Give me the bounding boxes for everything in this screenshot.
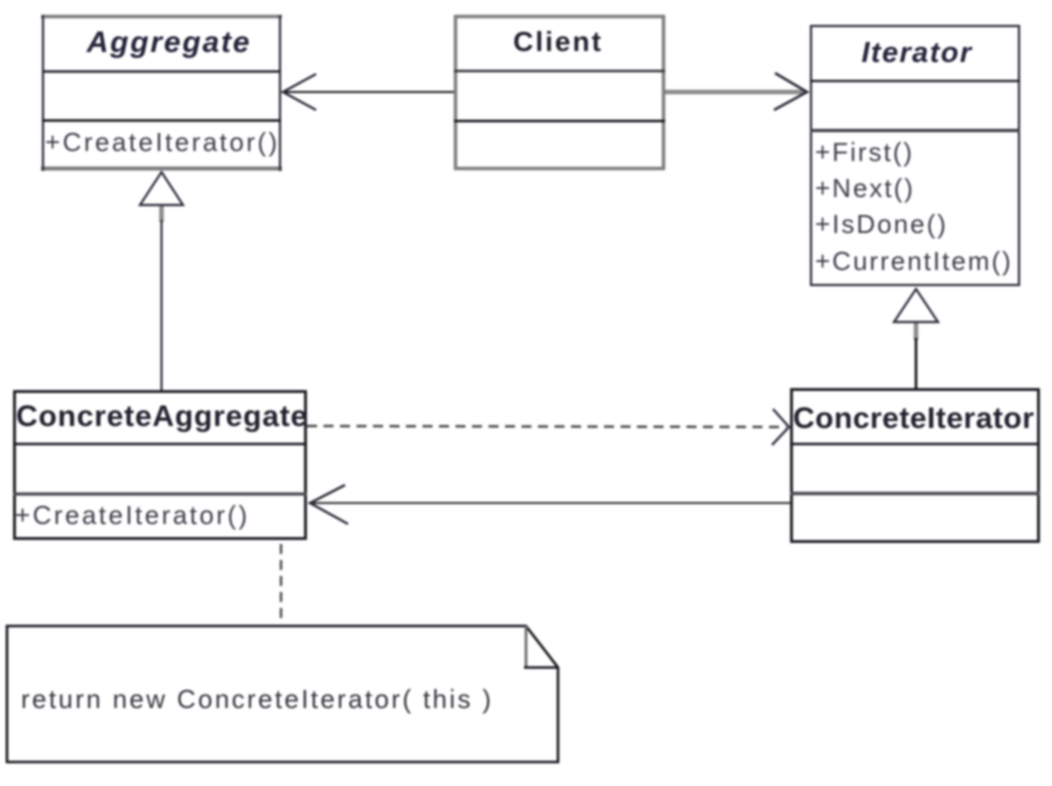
- svg-text:return new ConcreteIterator( t: return new ConcreteIterator( this ): [21, 684, 493, 714]
- svg-text:ConcreteIterator: ConcreteIterator: [793, 402, 1034, 435]
- svg-text:Iterator: Iterator: [861, 37, 972, 69]
- svg-text:ConcreteAggregate: ConcreteAggregate: [16, 400, 308, 433]
- svg-text:Aggregate: Aggregate: [86, 26, 252, 59]
- svg-text:+CreateIterator(): +CreateIterator(): [45, 127, 280, 157]
- svg-text:+IsDone(): +IsDone(): [815, 209, 948, 239]
- svg-text:Client: Client: [513, 26, 603, 57]
- svg-text:+First(): +First(): [815, 137, 914, 167]
- svg-text:+CurrentItem(): +CurrentItem(): [815, 246, 1013, 276]
- svg-text:+CreateIterator(): +CreateIterator(): [15, 500, 250, 530]
- svg-text:+Next(): +Next(): [815, 173, 915, 203]
